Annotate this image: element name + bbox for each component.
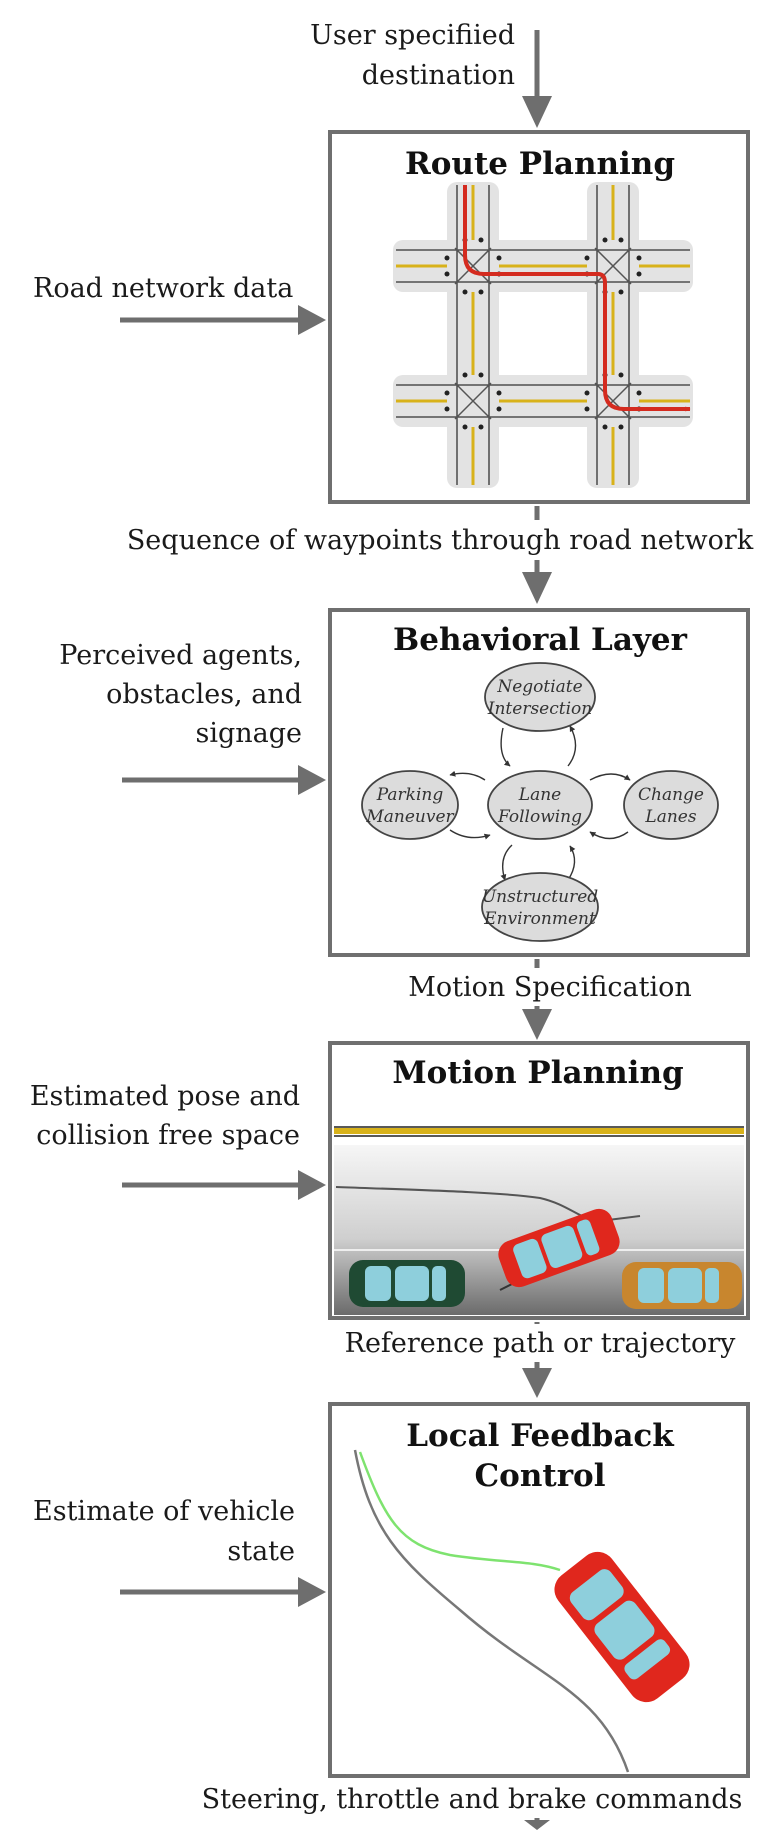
motion-planning-scene [334, 1126, 744, 1315]
state-lane-following [487, 770, 593, 840]
behavioral-layer-title: Behavioral Layer [393, 622, 688, 658]
state-lane-line1: Lane [518, 785, 561, 805]
feedback-scene [353, 1449, 690, 1773]
top-input-line2: destination [362, 60, 515, 91]
route-planning-box [328, 130, 750, 504]
feedback-input-line1: Estimate of vehicle [33, 1496, 295, 1527]
destination-arrow [522, 30, 552, 128]
motion-planning-title: Motion Planning [392, 1055, 683, 1091]
state-lane-line2: Following [497, 807, 582, 827]
state-unstructured-line1: Unstructured [482, 887, 598, 907]
local-feedback-title-line2: Control [475, 1458, 606, 1494]
planned-route-path [463, 185, 691, 412]
state-machine: Negotiate Intersection Parking Maneuver … [361, 662, 719, 942]
pose-arrow [122, 1170, 326, 1200]
perception-arrow [122, 765, 326, 795]
route-input-label: Road network data [33, 273, 293, 304]
motion-input-line1: Estimated pose and [30, 1081, 300, 1112]
local-feedback-box [328, 1402, 750, 1778]
motion-input-line2: collision free space [36, 1120, 300, 1151]
state-unstructured-environment [481, 872, 599, 942]
local-feedback-title-line1: Local Feedback [406, 1418, 675, 1454]
state-unstructured-line2: Environment [483, 909, 596, 929]
commands-arrow [524, 1818, 550, 1830]
state-change-line1: Change [638, 785, 704, 805]
behavior-output-label: Motion Specification [408, 972, 692, 1003]
motion-output-label: Reference path or trajectory [345, 1328, 737, 1359]
route-output-label: Sequence of waypoints through road netwo… [127, 525, 754, 556]
top-input-line1: User specifiied [310, 20, 515, 51]
behavior-input-line2: obstacles, and [106, 679, 302, 710]
red-car-planning [498, 1208, 620, 1288]
tracked-trajectory [358, 1451, 561, 1572]
road-network-map [393, 182, 693, 488]
state-change-line2: Lanes [644, 807, 696, 827]
behavior-input-line1: Perceived agents, [59, 640, 302, 671]
green-car [349, 1260, 465, 1307]
state-negotiate-line2: Intersection [487, 699, 592, 719]
feedback-output-label: Steering, throttle and brake commands [202, 1784, 743, 1815]
red-car-feedback [554, 1551, 690, 1703]
state-change-lanes [623, 770, 719, 840]
behavior-input-line3: signage [195, 718, 302, 749]
state-negotiate-intersection [484, 662, 596, 732]
state-estimate-arrow [120, 1577, 326, 1607]
road-network-arrow [120, 305, 326, 335]
state-parking-maneuver [361, 770, 459, 840]
route-planning-title: Route Planning [405, 146, 675, 182]
reference-path [353, 1449, 630, 1773]
state-parking-line2: Maneuver [365, 807, 454, 827]
feedback-input-line2: state [227, 1536, 295, 1567]
state-negotiate-line1: Negotiate [496, 677, 582, 697]
orange-car [622, 1262, 742, 1309]
state-parking-line1: Parking [376, 785, 444, 805]
